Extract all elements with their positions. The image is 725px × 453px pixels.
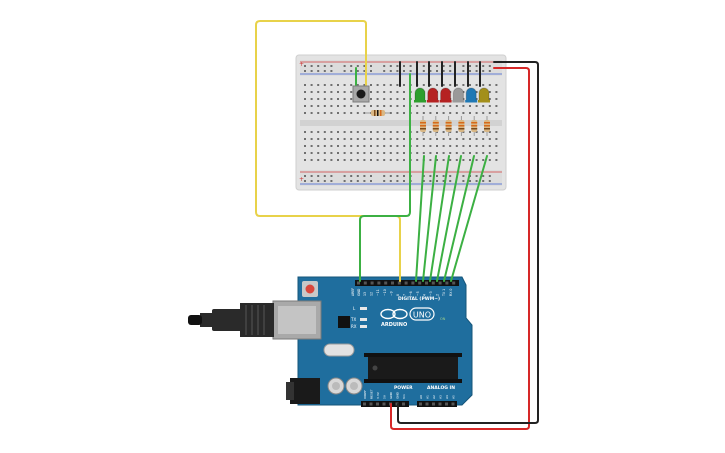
led-blue[interactable]: [465, 87, 478, 103]
led-group: [414, 87, 490, 136]
analog-pin-hole: [425, 402, 429, 406]
digital-pin-label: 4: [422, 294, 426, 296]
power-pin-hole: [376, 402, 379, 406]
digital-pin-label: TX 1: [442, 289, 446, 297]
digital-pin-label: ~3: [429, 291, 433, 296]
pushbutton[interactable]: [352, 85, 370, 103]
analog-header[interactable]: [417, 401, 457, 407]
gnd-label: GND: [357, 288, 361, 296]
green-wire-led-6[interactable]: [450, 155, 488, 282]
power-pin-hole: [382, 402, 386, 406]
led-yellow[interactable]: [478, 87, 490, 103]
tx-led: [360, 318, 367, 321]
analog-pin-label: A0: [419, 395, 423, 399]
power-pin-hole: [369, 402, 373, 406]
green-wire-led-2[interactable]: [422, 155, 437, 282]
on-label: ON: [440, 317, 446, 321]
power-pin-hole: [402, 402, 405, 406]
analog-pin-label: A4: [445, 395, 449, 399]
rx-led: [360, 325, 367, 328]
digital-pin-label: 8: [396, 294, 400, 296]
green-wire-led-5[interactable]: [443, 155, 475, 282]
power-pin-hole: [363, 402, 366, 406]
led-resistor: [471, 116, 478, 136]
digital-pin-label: 12: [370, 292, 374, 296]
power-pin-label: GND: [396, 391, 400, 399]
digital-pin-label: RX 0: [449, 289, 453, 296]
digital-pin-label: ~10: [383, 289, 387, 296]
arduino-logo: [380, 307, 435, 321]
digital-header-label: DIGITAL (PWM~): [398, 296, 440, 302]
led-resistor: [484, 116, 490, 136]
rx-label: RX: [351, 324, 357, 329]
digital-pin-label: ~6: [409, 291, 413, 296]
analog-pin-hole: [451, 402, 455, 406]
power-jack: [290, 378, 320, 404]
digital-pin-label: 2: [436, 294, 440, 296]
led-resistor: [445, 116, 452, 136]
power-pin-label: GND: [389, 391, 393, 399]
usb-cable-plug: [240, 303, 274, 337]
analog-header-label: ANALOG IN: [427, 385, 455, 391]
rail-plus-label-bottom: +: [299, 176, 304, 183]
atmega-chip: [368, 357, 458, 379]
led-resistor: [458, 116, 465, 136]
green-wire-led-4[interactable]: [436, 155, 462, 282]
arduino-brand: ARDUINO: [381, 322, 407, 328]
rail-plus-label: +: [299, 61, 304, 68]
analog-pin-hole: [432, 402, 435, 406]
analog-pin-label: A5: [452, 395, 456, 399]
black-wire-gnd[interactable]: [397, 61, 539, 424]
analog-pin-hole: [445, 402, 448, 406]
led-resistor: [432, 116, 439, 136]
power-header-label: POWER: [394, 385, 413, 391]
usb-chip: [338, 316, 350, 328]
digital-pin-label: ~11: [376, 289, 380, 296]
l-label: L: [353, 306, 356, 311]
analog-pin-label: A1: [426, 395, 430, 399]
digital-pin-label: ~9: [389, 291, 393, 296]
led-red2[interactable]: [439, 87, 452, 103]
led-red[interactable]: [426, 87, 439, 103]
uno-label: UNO: [413, 311, 431, 320]
analog-pin-label: A3: [439, 395, 443, 399]
green-wire-led-3[interactable]: [429, 155, 450, 282]
power-pin-label: Vin: [402, 394, 406, 399]
led-white[interactable]: [452, 87, 465, 103]
l-led: [360, 307, 367, 310]
red-wire-5v[interactable]: [390, 67, 530, 430]
digital-pin-label: 13: [363, 292, 367, 296]
button-resistor: [366, 110, 390, 116]
digital-pin-label: ~5: [416, 291, 420, 296]
led-green[interactable]: [414, 87, 426, 103]
power-pin-label: 5V: [383, 394, 387, 399]
digital-pin-label: 7: [403, 294, 407, 296]
breadboard-holes: [304, 65, 498, 182]
analog-pin-label: A2: [432, 395, 436, 399]
power-pin-label: 3.3V: [376, 391, 380, 399]
green-wire-button[interactable]: [359, 73, 411, 282]
analog-pin-hole: [438, 402, 442, 406]
tx-label: TX: [350, 317, 356, 322]
led-resistor: [420, 116, 426, 136]
analog-pin-hole: [419, 402, 422, 406]
aref-label: AREF: [351, 288, 355, 296]
power-pin-label: IOREF: [363, 390, 367, 399]
green-wire-led-1[interactable]: [415, 155, 425, 282]
power-pin-label: RESET: [370, 389, 374, 399]
crystal: [323, 343, 355, 357]
arduino-uno-board[interactable]: L TX RX UNO ARDUINO ON DIGITAL (PWM~) 13…: [188, 276, 473, 407]
